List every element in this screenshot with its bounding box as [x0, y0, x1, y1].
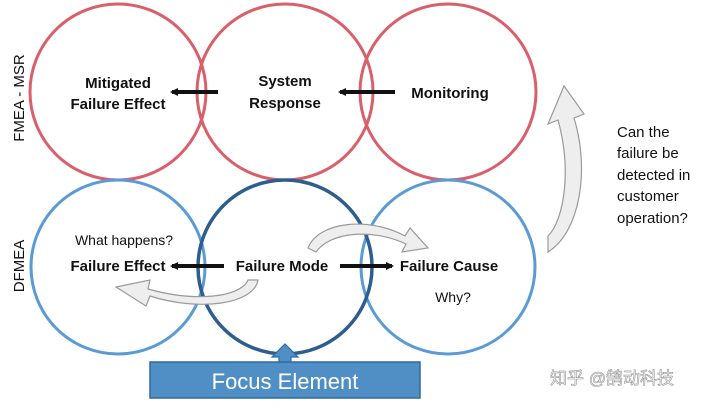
failure-effect-question: What happens?: [75, 232, 173, 248]
focus-element-label: Focus Element: [212, 369, 359, 394]
failure-mode-label: Failure Mode: [236, 258, 329, 275]
row-label-dfmea: DFMEA: [11, 240, 28, 293]
side-question-line4: customer: [617, 188, 679, 205]
curved-arrow-mode-to-effect: [114, 279, 259, 307]
mitigated-label-line2: Failure Effect: [70, 96, 165, 113]
focus-element-box: [149, 361, 421, 399]
side-question-line2: failure be: [617, 145, 679, 162]
curved-arrow-detection: [546, 84, 585, 254]
side-question-line3: detected in: [617, 167, 690, 184]
row-label-msr: FMEA - MSR: [11, 54, 28, 142]
monitoring-label: Monitoring: [411, 85, 488, 102]
failure-cause-question: Why?: [435, 289, 471, 305]
mitigated-label-line1: Mitigated: [85, 75, 151, 92]
curved-arrow-mode-to-cause: [307, 223, 430, 253]
system-response-label-line2: Response: [249, 95, 321, 112]
side-question-line5: operation?: [617, 210, 688, 227]
side-question-line1: Can the: [617, 124, 670, 141]
failure-effect-label: Failure Effect: [70, 258, 165, 275]
system-response-label-line1: System: [258, 73, 311, 90]
failure-cause-label: Failure Cause: [400, 258, 498, 275]
watermark: 知乎 @鹄动科技: [550, 369, 674, 388]
